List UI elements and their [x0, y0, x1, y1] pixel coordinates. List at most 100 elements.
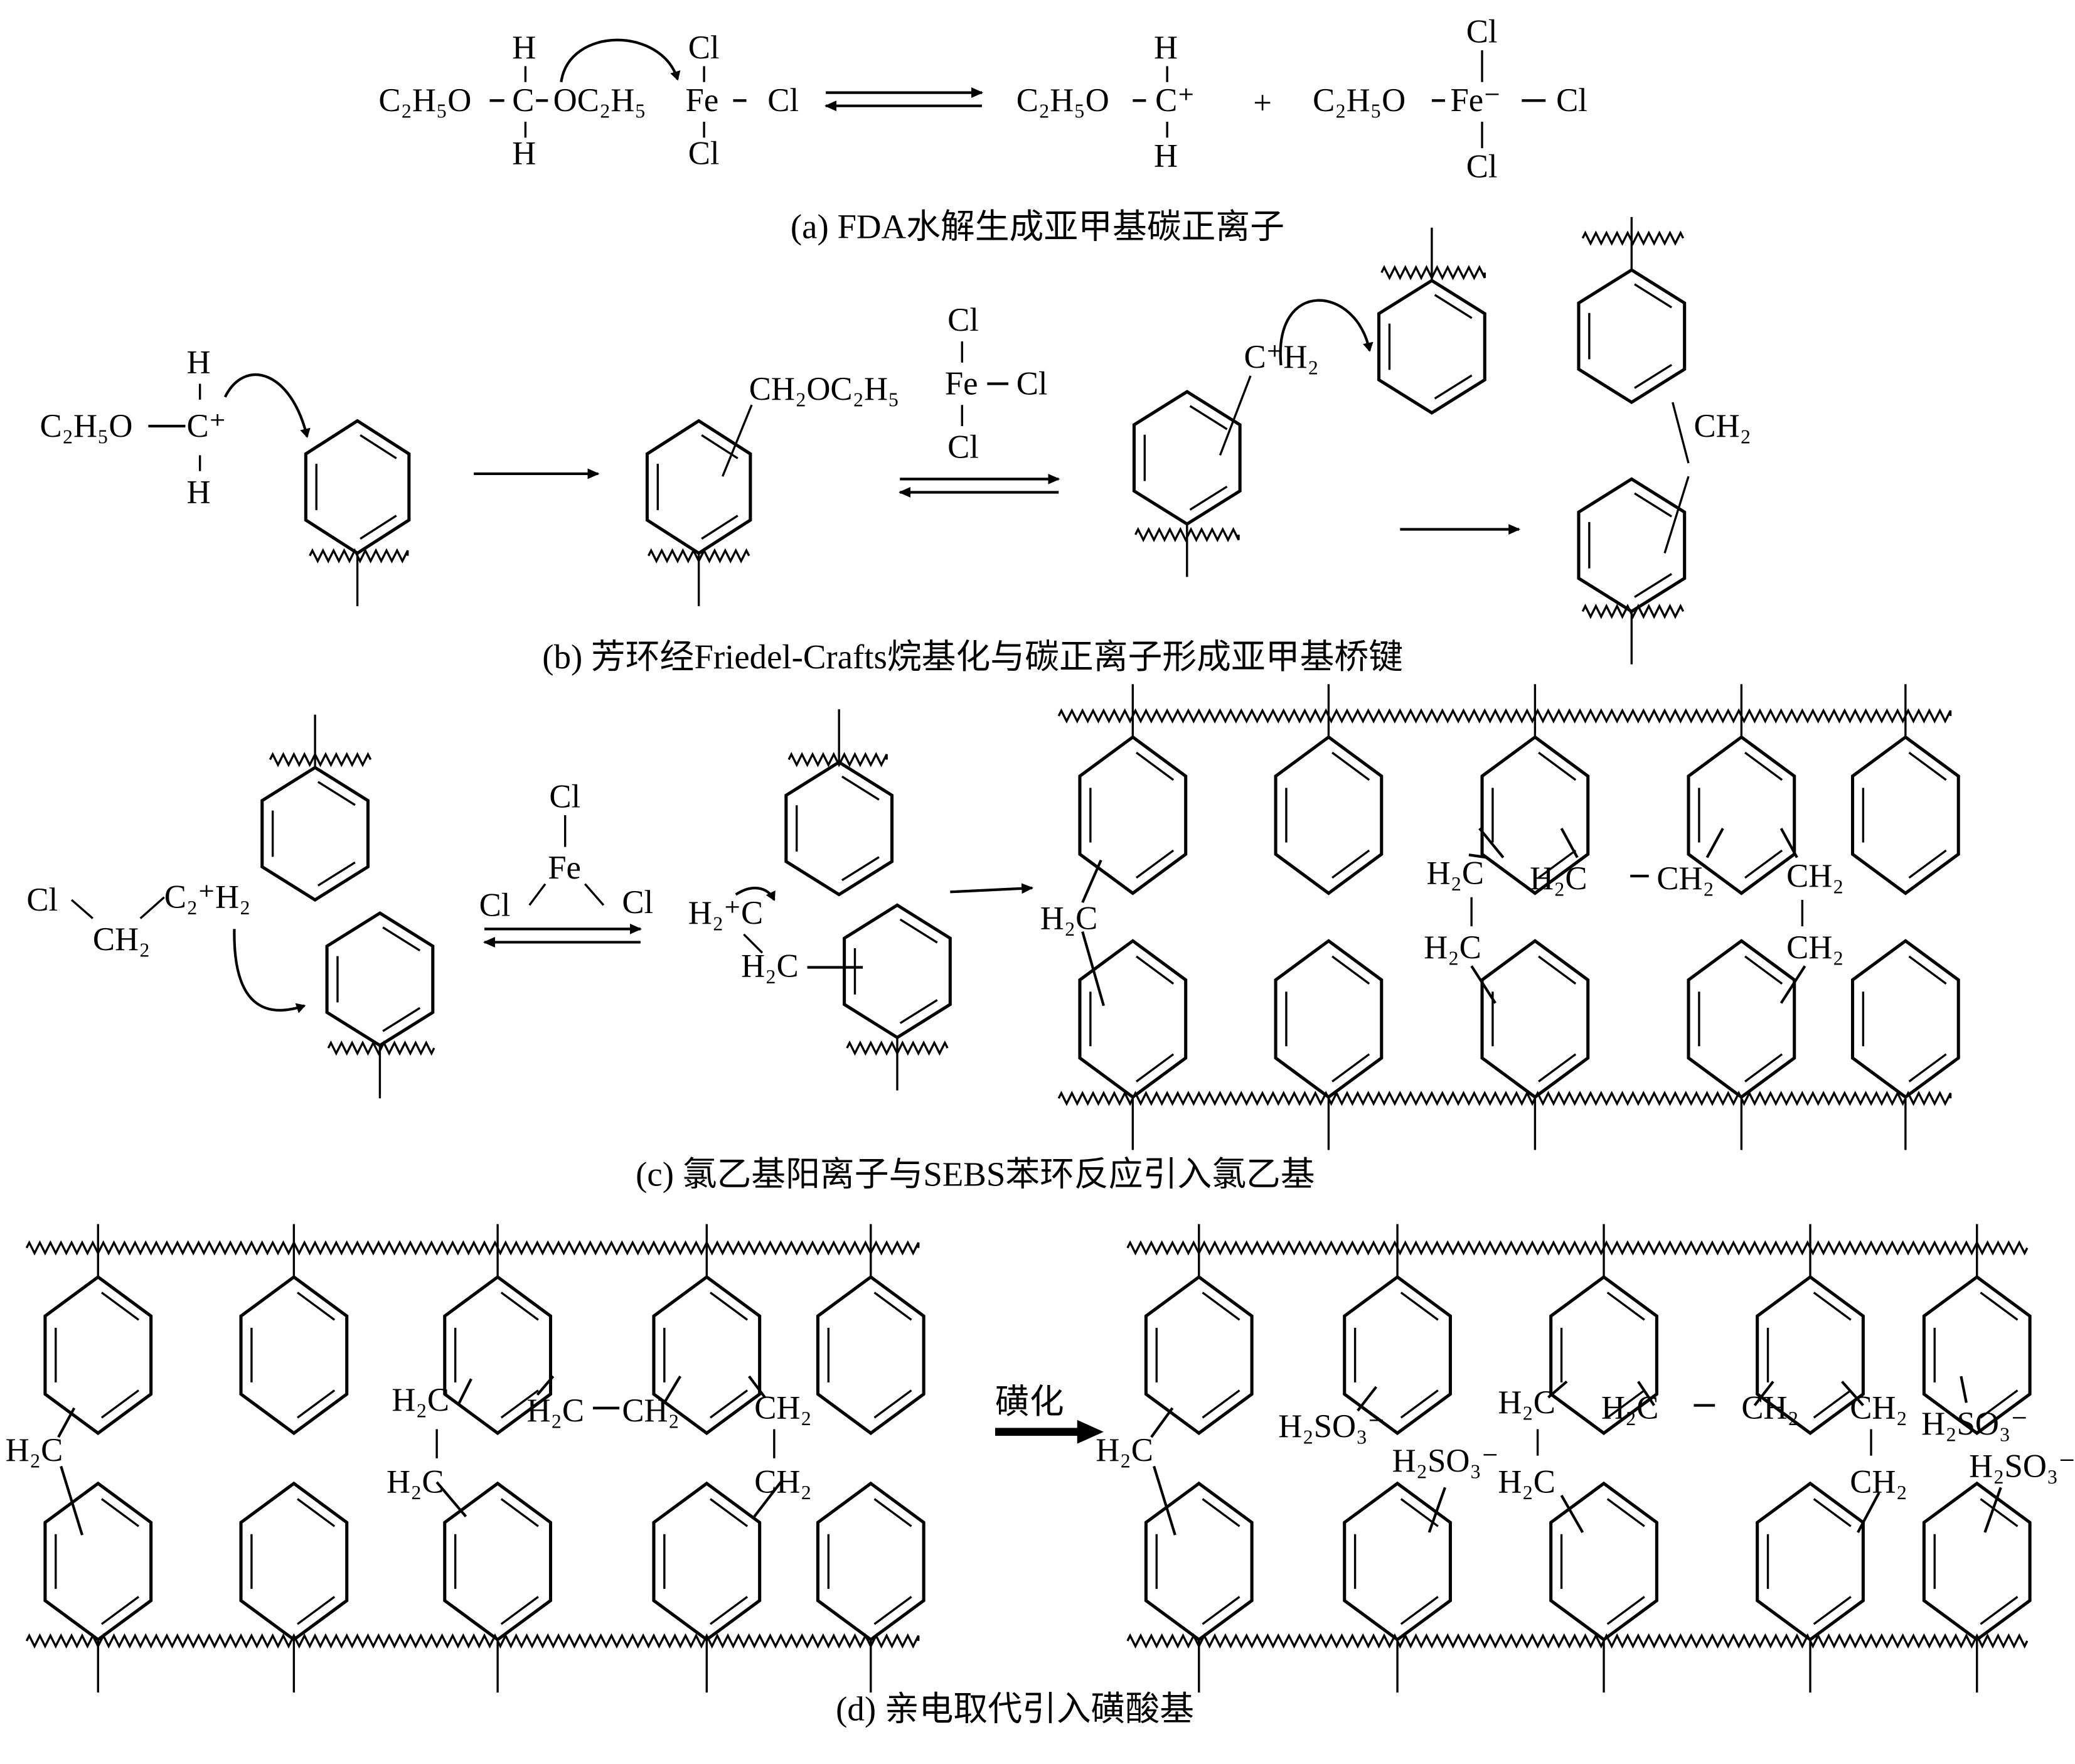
ethoxymethyl-substituent: CH₂OC₂H₅ — [749, 371, 900, 407]
double-bond — [1606, 1291, 1645, 1321]
double-bond — [873, 1389, 912, 1419]
double-bond — [1434, 374, 1473, 400]
benzene-ring — [325, 911, 435, 1099]
bridge-label: H₂C — [1096, 1432, 1153, 1468]
bridge-label: H₂C — [392, 1382, 449, 1418]
substituent-bond — [748, 1375, 766, 1399]
ring-outline — [1132, 390, 1242, 527]
catalyst-iron: Fe — [548, 850, 581, 886]
reactant-bottom-hydrogen: H — [512, 135, 536, 171]
double-bond — [1202, 1389, 1240, 1419]
double-bond — [1908, 955, 1947, 985]
double-bond — [500, 1389, 539, 1419]
double-bond — [1908, 751, 1947, 781]
substituent-bond — [663, 1376, 681, 1404]
substituent-bond — [1219, 375, 1252, 456]
catalyst-top-chlorine: Cl — [549, 778, 580, 815]
ring-outline — [239, 1275, 349, 1435]
substituent-bond — [1470, 965, 1496, 1004]
substituent-bond — [1560, 1494, 1584, 1534]
substituent-bond — [1081, 931, 1105, 1007]
double-bond — [360, 515, 397, 540]
substituent-bond — [1753, 1381, 1774, 1406]
polymer-backbone — [25, 1633, 920, 1649]
double-bond — [873, 1498, 912, 1527]
double-bond — [100, 1596, 140, 1625]
bridge-label: H₂C — [1498, 1384, 1555, 1421]
double-bond — [1744, 751, 1783, 781]
benzene-ring — [1480, 939, 1590, 1150]
bridge-label: H₂C — [6, 1432, 63, 1468]
double-bond — [1136, 751, 1175, 781]
double-bond — [317, 861, 356, 887]
bridge-label: CH₂ — [1786, 929, 1844, 966]
double-bond — [710, 1596, 749, 1625]
bridge-label: CH₂ — [1741, 1390, 1799, 1426]
double-bond — [1813, 1291, 1852, 1321]
benzene-ring — [304, 419, 411, 606]
cation-left-group: C₂H₅O — [40, 408, 132, 444]
double-bond — [1331, 849, 1370, 879]
benzene-ring — [1480, 684, 1590, 895]
polymer-backbone — [1380, 265, 1486, 281]
benzene-ring — [443, 1481, 553, 1693]
polymer-backbone — [1126, 1240, 2029, 1256]
panel-a: C₂H₅O C H H OC₂H₅ Fe Cl Cl Cl C₂H₅O C⁺ H… — [378, 13, 1587, 245]
substituent-bond — [60, 1465, 83, 1536]
bond — [528, 883, 547, 906]
substituent-bond — [1153, 1465, 1176, 1536]
ring-outline — [1078, 939, 1188, 1099]
ring-outline — [1687, 735, 1796, 895]
polymer-backbone — [269, 752, 372, 767]
polymer-backbone — [327, 1040, 435, 1056]
double-bond — [297, 1596, 336, 1625]
catalyst-right-chlorine: Cl — [622, 884, 653, 921]
substituent-bond — [753, 1481, 782, 1517]
polymer-backbone — [25, 1240, 920, 1256]
lewis-acid-bottom-chlorine: Cl — [688, 135, 720, 171]
catalyst-iron: Fe — [945, 365, 978, 402]
double-bond — [899, 999, 938, 1024]
benzene-ring — [1078, 684, 1188, 895]
ring-outline — [304, 419, 411, 555]
ring-outline — [1343, 1481, 1452, 1642]
ring-outline — [1549, 1275, 1658, 1435]
product-bottom-hydrogen: H — [1154, 138, 1178, 174]
double-bond — [1189, 485, 1228, 511]
electron-push-arrow — [233, 929, 306, 1013]
double-bond — [100, 1498, 140, 1527]
catalyst-top-chlorine: Cl — [947, 302, 979, 338]
polymer-backbone — [1057, 708, 1952, 724]
ring-outline — [652, 1481, 762, 1642]
double-bond — [1634, 573, 1672, 598]
ferrate-right-chlorine: Cl — [1556, 82, 1587, 119]
ring-outline — [1343, 1275, 1452, 1435]
double-bond — [710, 1291, 749, 1321]
polymer-backbone — [1057, 1091, 1952, 1106]
benzene-ring — [260, 714, 370, 902]
double-bond — [1136, 849, 1175, 879]
double-bond — [1538, 751, 1577, 781]
substituent-bond — [456, 1378, 472, 1406]
ring-outline — [652, 1275, 762, 1435]
double-bond — [710, 1498, 749, 1527]
bond — [743, 933, 764, 954]
ring-outline — [1577, 477, 1687, 614]
ring-outline — [816, 1481, 925, 1642]
double-bond — [1980, 1596, 2019, 1625]
ring-outline — [43, 1275, 153, 1435]
plus-sign: + — [1253, 85, 1272, 121]
ferrate-bottom-chlorine: Cl — [1466, 149, 1498, 185]
substituent-bond — [1081, 859, 1102, 904]
double-bond — [500, 1498, 539, 1527]
double-bond — [500, 1291, 539, 1321]
bridge-label: CH₂ — [1850, 1390, 1907, 1426]
bridge-label: CH₂ — [622, 1392, 680, 1429]
sulfonate-group: H₂SO₃⁻ — [1392, 1443, 1499, 1479]
sulfonate-group: H₂SO₃⁻ — [1278, 1408, 1385, 1445]
bridge-label: CH₂ — [754, 1464, 812, 1500]
bridge-label: H₂C — [1601, 1390, 1659, 1426]
lewis-acid-right-chlorine: Cl — [767, 82, 799, 119]
benzene-ring — [443, 1224, 553, 1435]
substituent-bond — [536, 1375, 555, 1396]
